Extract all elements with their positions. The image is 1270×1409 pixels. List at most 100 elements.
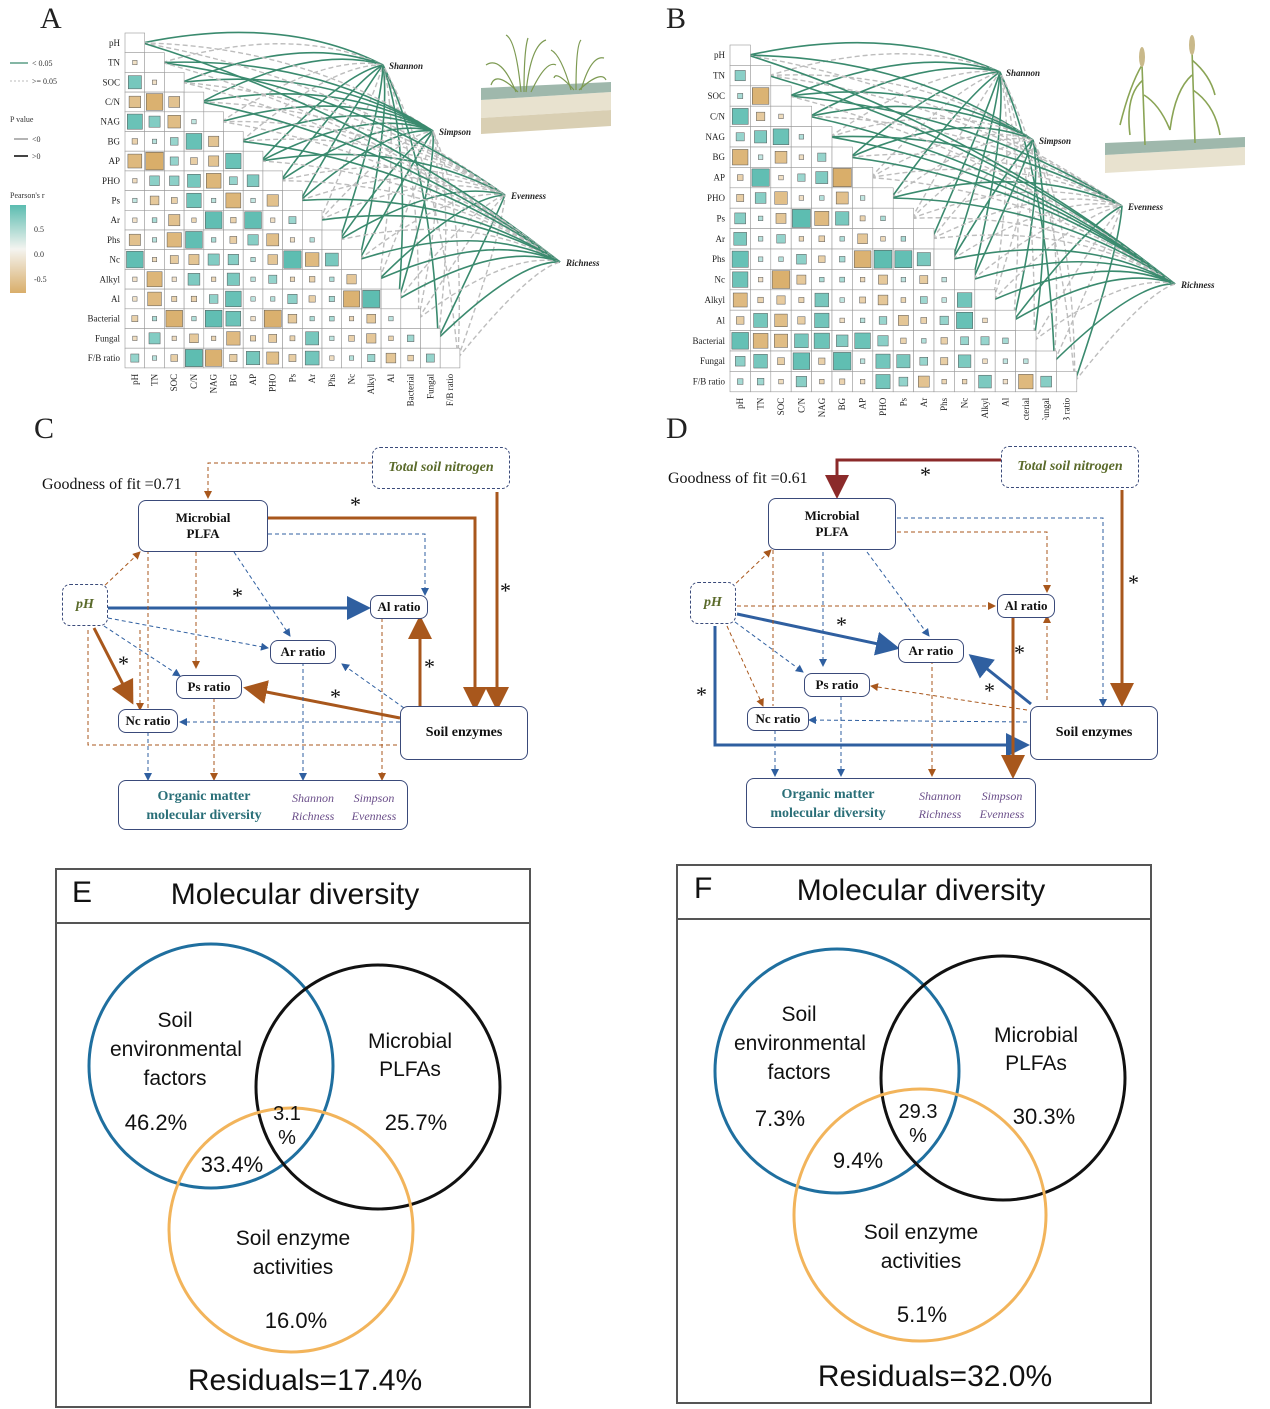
heatmap-cell (774, 313, 788, 327)
heatmap-cell (896, 354, 911, 369)
heatmap-cell (185, 231, 203, 249)
heatmap-cell (229, 236, 238, 244)
sig-star: * (232, 583, 243, 608)
link-line (378, 194, 506, 280)
heatmap-cell (732, 271, 749, 288)
heatmap-cell (859, 215, 866, 222)
link-line (850, 156, 1176, 285)
link-line (911, 191, 1123, 220)
heatmap-row-label: Phs (712, 254, 726, 264)
link-line (142, 42, 561, 263)
heatmap-row-label: pH (714, 50, 726, 60)
link-line (748, 54, 1123, 207)
link-line (999, 71, 1035, 341)
heatmap-cell (875, 374, 891, 389)
heatmap-cell (835, 211, 850, 226)
heatmap-cell (797, 173, 806, 182)
heatmap-cell (250, 197, 256, 203)
heatmap-cell (778, 256, 784, 262)
heatmap-cell (731, 250, 749, 268)
node-ps-ratio-d: Ps ratio (804, 673, 870, 697)
heatmap-cell (268, 274, 278, 284)
link-line (280, 180, 561, 263)
heatmap-cell (132, 60, 138, 66)
heatmap-cell (839, 378, 846, 385)
heatmap-row-label: Ar (716, 234, 726, 244)
heatmap-row-label: C/N (105, 97, 121, 107)
link-line (850, 153, 1123, 207)
heatmap-cell (146, 271, 163, 288)
heatmap-cell (132, 217, 138, 223)
heatmap-cell (1002, 337, 1009, 344)
node-ar-ratio-c: Ar ratio (270, 640, 336, 664)
heatmap-cell (131, 138, 138, 145)
heatmap-cell (343, 290, 360, 308)
heatmap-cell (165, 310, 183, 328)
heatmap-row-label: Bacterial (693, 336, 726, 346)
venn-header-f (676, 864, 1152, 920)
link-line (418, 259, 561, 320)
heatmap-cell (735, 132, 745, 142)
heatmap-cell (940, 337, 948, 345)
link-line (748, 41, 1001, 73)
link-line (870, 176, 1176, 285)
link-line (181, 51, 384, 83)
heatmap-row-label: Al (111, 294, 120, 304)
heatmap-cell (211, 237, 217, 243)
target-label: Simpson (439, 127, 471, 137)
heatmap-row-label: Nc (110, 255, 121, 265)
link-line (1012, 205, 1123, 321)
venn-residuals-e: Residuals=17.4% (187, 1364, 423, 1397)
heatmap-cell (919, 275, 929, 284)
heatmap-cell (185, 133, 203, 150)
heatmap-cell (385, 352, 397, 364)
heatmap-cell (191, 316, 197, 322)
link-line (417, 130, 438, 319)
heatmap-cell (900, 297, 907, 303)
link-line (359, 239, 561, 263)
goodness-of-fit-c: Goodness of fit =0.71 (42, 476, 182, 493)
node-total-soil-nitrogen-d: Total soil nitrogen (1001, 446, 1139, 488)
heatmap-cell (247, 234, 259, 246)
heatmap-cell (128, 233, 141, 246)
heatmap-cell (132, 276, 138, 282)
heatmap-cell (962, 379, 968, 385)
heatmap-row-label: NAG (706, 132, 726, 142)
heatmap-cell (756, 111, 766, 121)
link-line (768, 74, 1123, 207)
heatmap-cell (796, 274, 807, 285)
link-line (398, 194, 506, 300)
heatmap-cell (774, 191, 788, 205)
venn-header-e (55, 868, 531, 924)
heatmap-cell (346, 274, 357, 285)
heatmap-cell (186, 192, 202, 208)
heatmap-cell (795, 376, 807, 388)
heatmap-cell (878, 316, 888, 325)
heatmap-cell (898, 315, 909, 326)
heatmap-cell (305, 252, 320, 267)
heatmap-row-label: Fungal (700, 356, 726, 366)
heatmap-cell (145, 93, 164, 111)
heatmap-cell (1040, 375, 1052, 388)
heatmap-cell (152, 79, 158, 85)
link-line (952, 203, 1123, 260)
heatmap-cell (860, 358, 866, 364)
heatmap-cell (149, 195, 160, 206)
heatmap-row-label: AP (108, 156, 120, 166)
heatmap-cell (126, 250, 144, 269)
heatmap-cell (250, 257, 256, 263)
heatmap-cell (388, 316, 394, 322)
heatmap-cell (152, 237, 158, 243)
link-line (299, 64, 384, 201)
heatmap-cell (752, 333, 769, 349)
heatmap-col-label: TN (756, 397, 766, 409)
link-line (1013, 277, 1176, 322)
heatmap-cell (191, 217, 197, 223)
link-line (300, 198, 561, 263)
heatmap-cell (229, 354, 238, 362)
heatmap-cell (878, 274, 888, 285)
heatmap-col-label: pH (130, 373, 140, 385)
node-ph-d: pH (690, 582, 736, 624)
